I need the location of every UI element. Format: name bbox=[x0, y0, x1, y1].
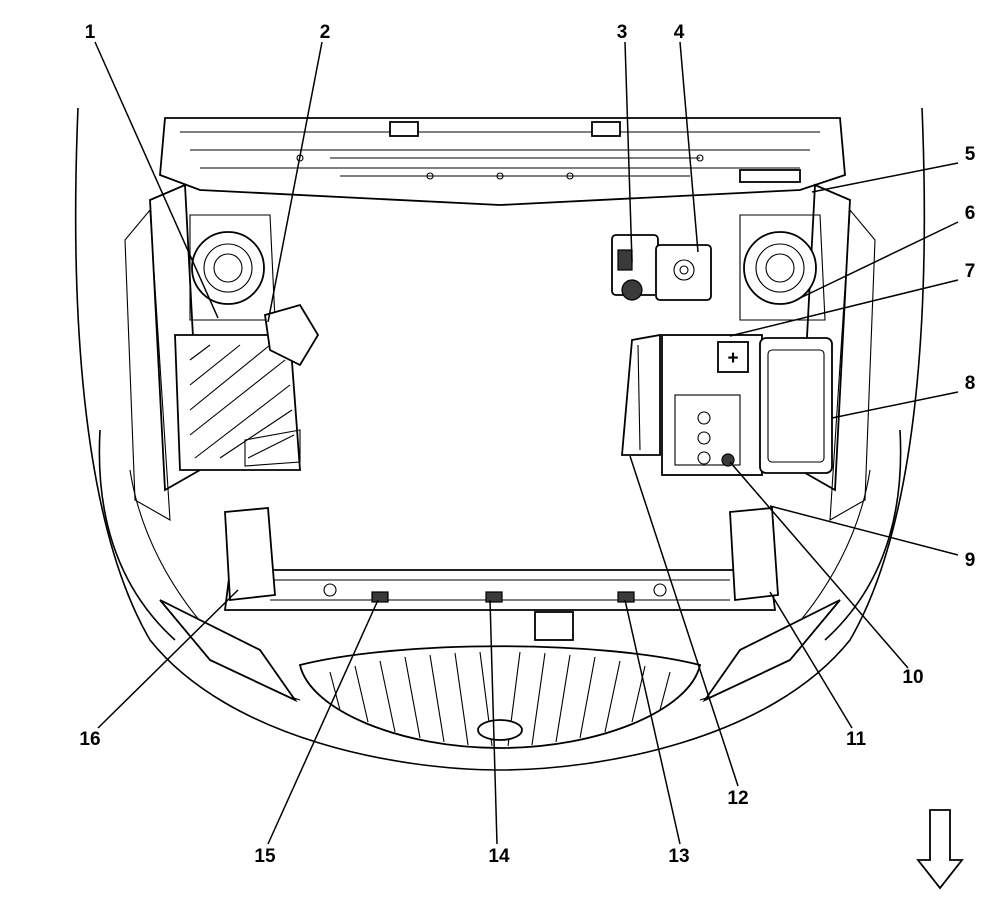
callout-10: 10 bbox=[902, 667, 923, 688]
front-grille bbox=[298, 645, 702, 749]
callout-9: 9 bbox=[965, 550, 976, 571]
leader-13 bbox=[624, 599, 681, 845]
corner-brackets bbox=[224, 507, 779, 602]
callout-6: 6 bbox=[965, 203, 976, 224]
callout-7: 7 bbox=[965, 261, 976, 282]
battery-cover bbox=[621, 333, 661, 456]
leader-6 bbox=[795, 221, 959, 301]
leader-7 bbox=[729, 279, 959, 337]
lower-bumper-beam bbox=[223, 569, 777, 641]
underhood-fuse-block bbox=[759, 337, 833, 474]
down-arrow-icon bbox=[916, 809, 964, 890]
leader-5 bbox=[811, 162, 959, 193]
leader-10 bbox=[729, 461, 909, 669]
callout-13: 13 bbox=[668, 846, 689, 867]
battery: + bbox=[661, 334, 763, 476]
callout-4: 4 bbox=[674, 22, 685, 43]
coolant-fan-motor-assembly bbox=[611, 234, 712, 301]
fog-lamp-trims bbox=[159, 599, 841, 703]
leader-15 bbox=[267, 599, 379, 845]
leader-12 bbox=[629, 455, 739, 787]
callout-14: 14 bbox=[488, 846, 510, 867]
leader-16 bbox=[97, 589, 239, 729]
callout-1: 1 bbox=[85, 22, 96, 43]
callout-12: 12 bbox=[727, 788, 748, 809]
callout-3: 3 bbox=[617, 22, 628, 43]
left-headlamp bbox=[189, 214, 276, 321]
leader-3 bbox=[624, 41, 633, 263]
callout-11: 11 bbox=[846, 729, 867, 750]
air-cleaner-box bbox=[174, 303, 320, 471]
callout-leaders bbox=[94, 41, 959, 845]
leader-14 bbox=[489, 599, 498, 845]
callout-16: 16 bbox=[79, 729, 100, 750]
callout-5: 5 bbox=[965, 144, 976, 165]
callout-8: 8 bbox=[965, 373, 976, 394]
callout-15: 15 bbox=[254, 846, 276, 867]
leader-2 bbox=[267, 41, 323, 323]
battery-positive-symbol: + bbox=[727, 348, 738, 369]
radiator-support bbox=[159, 117, 846, 206]
callout-labels: 1 2 3 4 5 6 7 8 9 10 11 12 13 14 15 16 bbox=[79, 22, 975, 867]
leader-4 bbox=[679, 41, 699, 253]
leader-9 bbox=[769, 505, 959, 556]
leader-8 bbox=[831, 391, 959, 419]
leader-1 bbox=[94, 41, 219, 319]
leader-11 bbox=[769, 591, 853, 729]
callout-2: 2 bbox=[320, 22, 331, 43]
right-headlamp bbox=[739, 214, 826, 321]
